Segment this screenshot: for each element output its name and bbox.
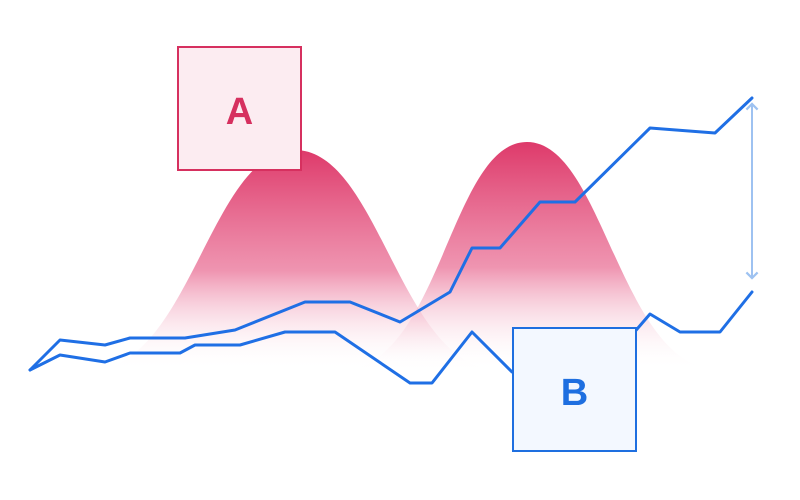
blue-line-upper: [28, 96, 754, 372]
bell-curve-b: [340, 142, 720, 370]
label-b-text: B: [561, 372, 588, 414]
bell-curve-a: [90, 150, 500, 370]
label-a-text: A: [226, 91, 253, 133]
label-box-b: B: [512, 327, 637, 452]
label-box-a: A: [177, 46, 302, 171]
blue-line-lower: [28, 290, 754, 385]
